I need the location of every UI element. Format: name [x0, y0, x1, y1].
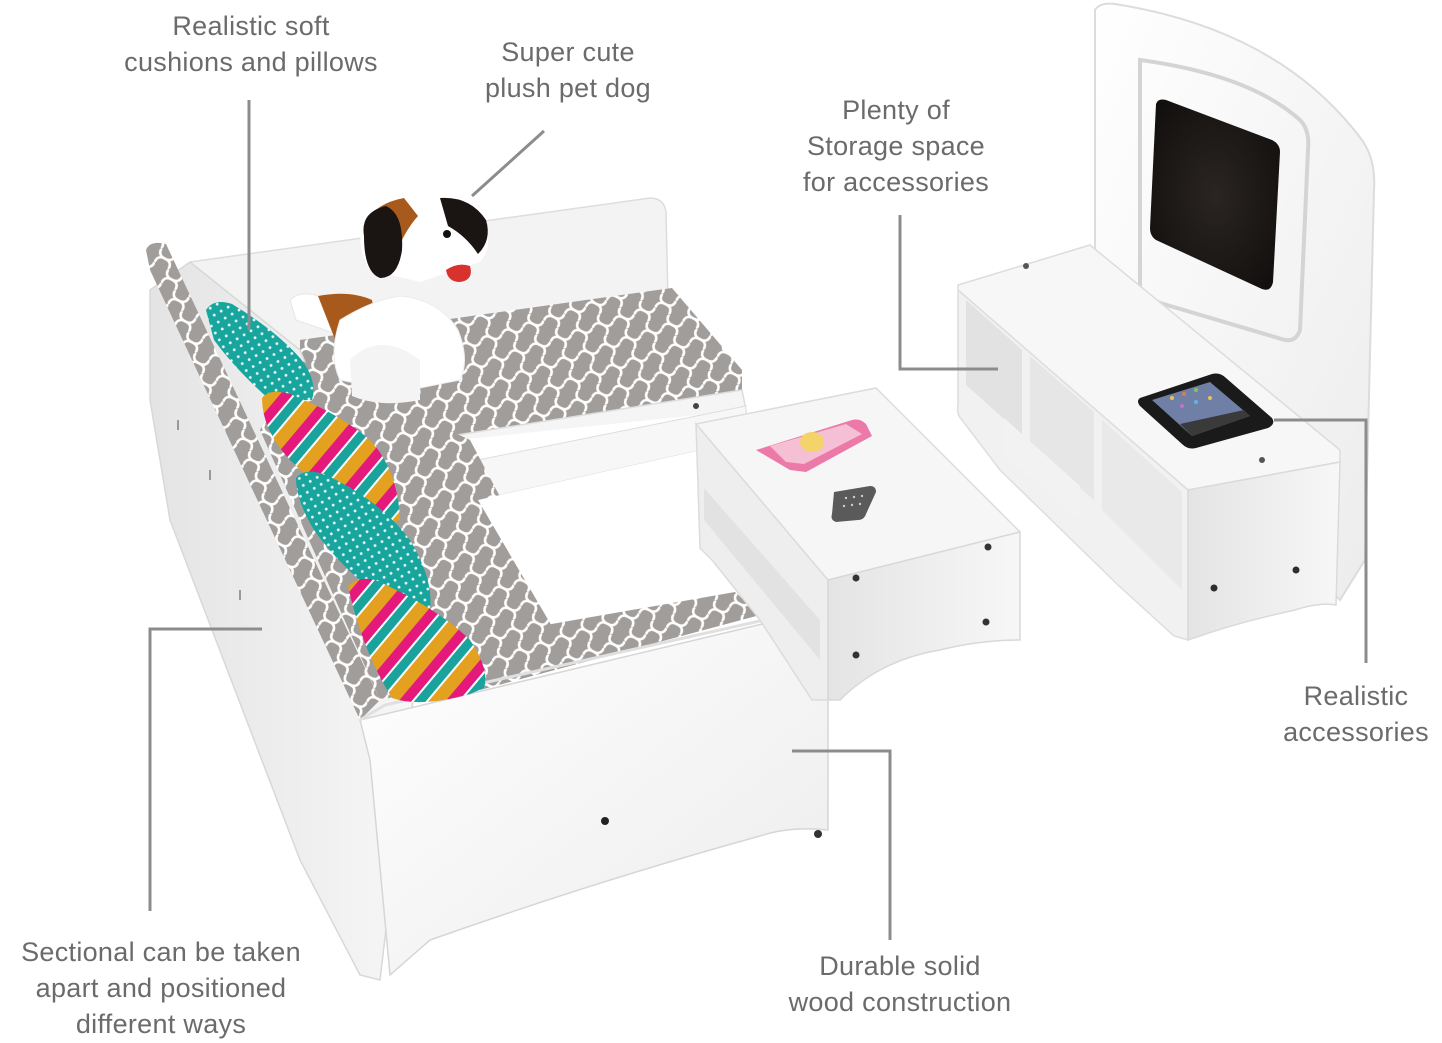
leader-line-accessories — [1274, 418, 1368, 663]
callout-sectional: Sectional can be taken apart and positio… — [0, 934, 322, 1042]
leader-line-dog — [470, 129, 546, 198]
callout-line: plush pet dog — [484, 73, 652, 103]
tv-screen — [1150, 99, 1280, 290]
sofa-front-segment — [359, 592, 829, 977]
callout-storage: Plenty of Storage space for accessories — [782, 92, 1010, 200]
callout-line: accessories — [1283, 717, 1429, 747]
leader-line-wood — [792, 749, 892, 940]
coffee-table — [694, 387, 1022, 701]
tv-stand — [956, 2, 1376, 642]
plush-dog — [289, 194, 489, 404]
remote-accessory — [831, 486, 876, 522]
callout-line: Durable solid — [819, 951, 981, 981]
callout-line: Realistic soft — [172, 11, 330, 41]
callout-line: wood construction — [788, 987, 1012, 1017]
callout-line: Realistic — [1303, 681, 1409, 711]
callout-accessories: Realistic accessories — [1272, 678, 1440, 750]
callout-line: for accessories — [802, 167, 990, 197]
leader-line-sectional — [148, 627, 262, 911]
leader-lines — [148, 100, 1368, 940]
magazine-accessory — [756, 419, 872, 472]
callout-line: Super cute — [501, 37, 635, 67]
callout-wood: Durable solid wood construction — [756, 948, 1044, 1020]
tablet-accessory — [1138, 373, 1274, 449]
callout-cushions: Realistic soft cushions and pillows — [100, 8, 402, 80]
callout-dog: Super cute plush pet dog — [462, 34, 674, 106]
leader-line-storage — [898, 215, 998, 371]
pillows — [206, 302, 486, 703]
callout-line: Plenty of — [842, 95, 950, 125]
callout-line: apart and positioned — [35, 973, 287, 1003]
callout-line: Sectional can be taken — [21, 937, 301, 967]
callout-line: Storage space — [806, 131, 985, 161]
callout-line: different ways — [75, 1009, 247, 1039]
callout-line: cushions and pillows — [124, 47, 378, 77]
